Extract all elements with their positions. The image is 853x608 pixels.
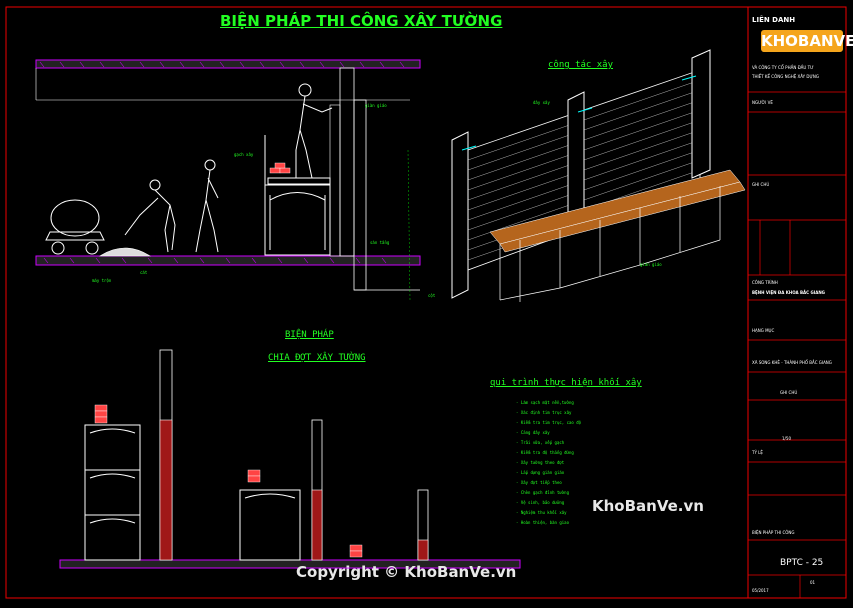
khobanve-logo: KHOBANVE [757, 12, 853, 62]
drawing-main-title: BIỆN PHÁP THI CÔNG XÂY TƯỜNG [220, 12, 503, 30]
elevation-section [35, 59, 421, 301]
process-step: - Kiểm tra tim trục, cao độ [516, 420, 582, 425]
process-step: - Căng dây xây [516, 430, 550, 435]
tb-date: 05/2017 [752, 588, 769, 593]
tb-sheet: 01 [810, 580, 816, 585]
watermark-copyright: Copyright © KhoBanVe.vn [296, 563, 517, 581]
process-step: - Nghiệm thu khối xây [516, 510, 567, 515]
label-wall-line: dây xây [533, 100, 550, 105]
tb-sheet-name: BIỆN PHÁP THI CÔNG [752, 530, 795, 535]
tb-role: NGƯỜI VẼ [752, 100, 773, 105]
tb-note-2: GHI CHÚ [780, 390, 798, 395]
process-step: - Hoàn thiện, bàn giao [516, 520, 569, 525]
label-scaffold-top: giàn giáo [365, 103, 387, 108]
tb-project: BỆNH VIỆN ĐA KHOA BẮC GIANG [752, 290, 825, 295]
label-sand: cát [140, 270, 148, 275]
section-title: BIỆN PHÁP [285, 330, 334, 340]
process-step: - Lắp dựng giàn giáo [516, 470, 565, 475]
tb-scale: 1/50 [782, 436, 791, 441]
label-bricks: gạch xây [234, 152, 254, 157]
process-step: - Chèn gạch đỉnh tường [516, 490, 569, 495]
logo-text: KHOBANVE [761, 30, 853, 52]
process-step: - Làm sạch mặt nền,tường [516, 400, 574, 405]
tb-note: GHI CHÚ [752, 182, 770, 187]
isometric-wall [451, 49, 746, 302]
tb-scale-label: TỶ LỆ [752, 450, 763, 455]
company-line2: VÀ CÔNG TY CỔ PHẦN ĐẦU TƯ [752, 65, 814, 70]
process-step: - Vệ sinh, bảo dưỡng [516, 500, 565, 505]
title-block-grid [748, 91, 846, 598]
section-subtitle: CHIA ĐỢT XÂY TƯỜNG [268, 353, 366, 363]
section-detail [59, 349, 521, 569]
tb-item: HẠNG MỤC [752, 328, 775, 333]
process-step: - Trải vữa, xếp gạch [516, 440, 565, 445]
process-step: - Xây tường theo đợt [516, 460, 565, 465]
process-steps: - Làm sạch mặt nền,tường - Xác định tim t… [516, 400, 696, 530]
tb-location: XÃ SONG KHÊ - THÀNH PHỐ BẮC GIANG [752, 360, 832, 365]
drawing-frame [5, 6, 847, 599]
process-step: - Xây đợt tiếp theo [516, 480, 562, 485]
label-floor: sàn tầng [370, 240, 390, 245]
tb-project-label: CÔNG TRÌNH [752, 280, 778, 285]
iso-title: công tác xây [548, 60, 614, 70]
label-col-left: cột [428, 293, 436, 298]
label-scaffold-right: giàn giáo [640, 262, 662, 267]
process-step: - Kiểm tra độ thẳng đứng [516, 450, 574, 455]
process-title: qui trình thực hiện khối xây [490, 378, 642, 388]
watermark-site: KhoBanVe.vn [592, 497, 704, 515]
company-line3: THIẾT KẾ CÔNG NGHỆ XÂY DỰNG [752, 74, 819, 79]
tb-drawing-no: BPTC - 25 [780, 558, 824, 568]
label-mixer: máy trộn [92, 278, 112, 283]
process-step: - Xác định tim trục xây [516, 410, 572, 415]
company-line1: LIÊN DANH [752, 16, 796, 24]
